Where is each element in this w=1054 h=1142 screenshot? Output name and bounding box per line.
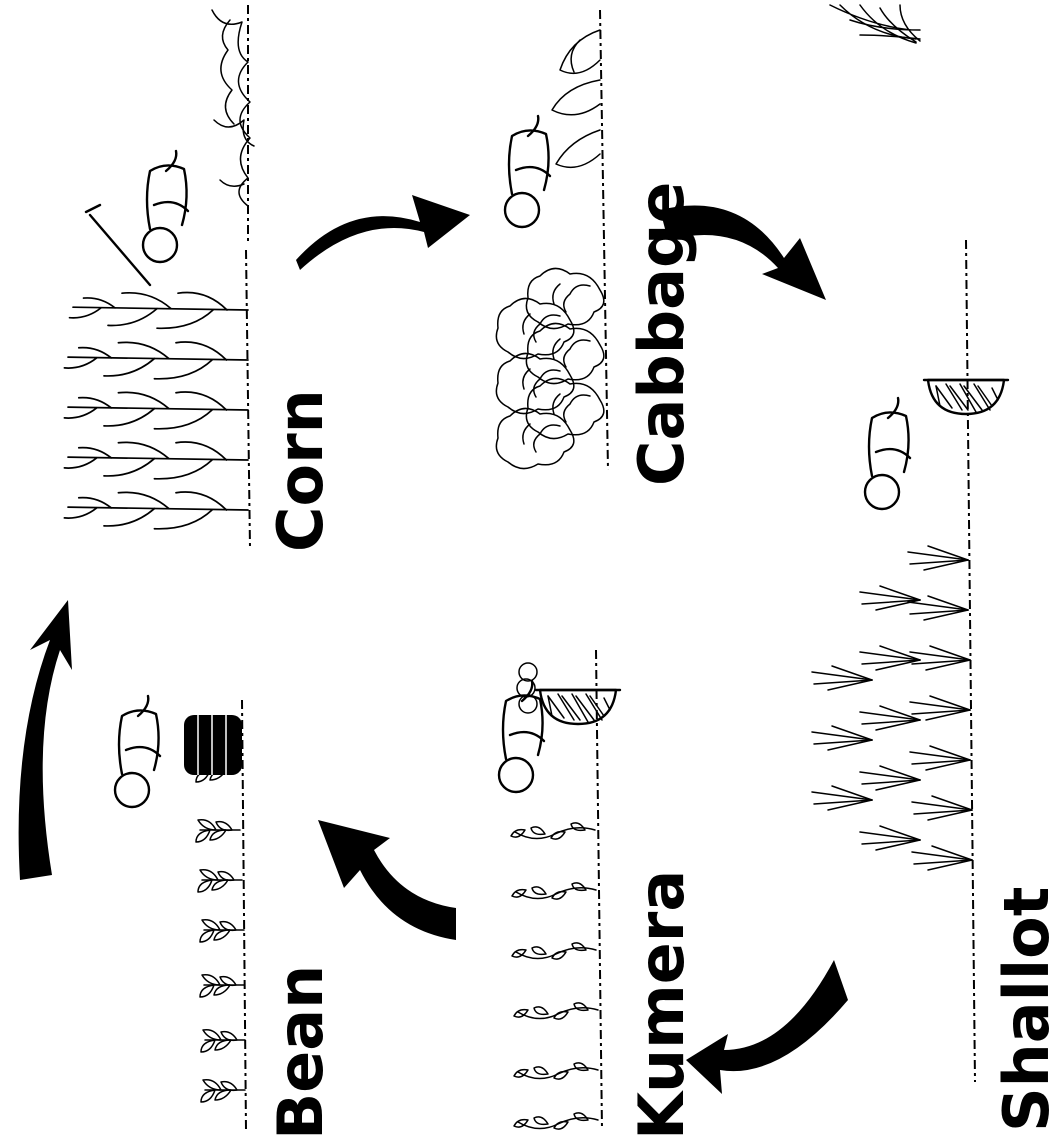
basket-icon <box>184 715 242 775</box>
farmer-icon <box>143 151 188 262</box>
kumera-scene <box>499 650 620 1130</box>
bean-label: Bean <box>264 965 337 1140</box>
farmer-icon <box>115 696 160 807</box>
corn-scene <box>64 5 254 548</box>
cabbage-scene <box>496 5 920 470</box>
shallot-label: Shallot <box>990 887 1054 1132</box>
corn-label: Corn <box>264 389 337 552</box>
basket-icon <box>924 380 1008 414</box>
rotation-arrow-icon <box>318 820 456 940</box>
basket-icon <box>517 663 620 724</box>
rotation-arrow-icon <box>19 600 72 880</box>
farmer-icon <box>505 116 550 227</box>
bean-scene <box>115 696 246 1130</box>
rotation-arrow-icon <box>686 960 848 1094</box>
shallot-scene <box>812 240 1008 1082</box>
hoe-icon <box>86 205 150 285</box>
farmer-icon <box>865 398 910 509</box>
cabbage-label: Cabbage <box>625 182 698 486</box>
rotation-arrow-icon <box>296 195 470 270</box>
kumera-label: Kumera <box>625 870 698 1140</box>
